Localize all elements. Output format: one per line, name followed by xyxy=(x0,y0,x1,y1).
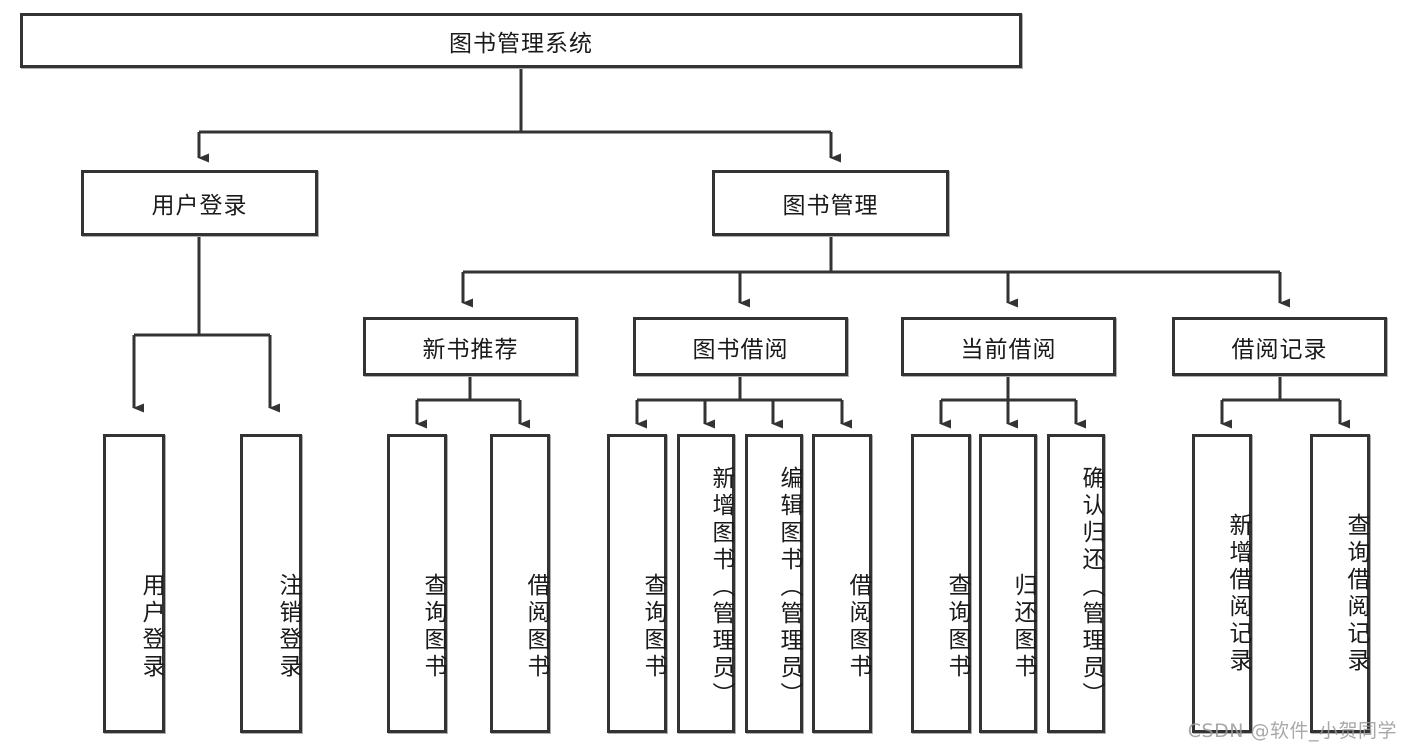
node-label: 新增图书（管理员） xyxy=(708,466,734,709)
node-label: 查询借阅记录 xyxy=(1343,512,1369,675)
node-new-book-recommend[interactable]: 新书推荐 xyxy=(363,317,578,376)
node-label: 编辑图书（管理员） xyxy=(776,466,802,709)
node-label: 查询图书 xyxy=(944,572,970,681)
leaf-edit-book[interactable]: 编辑图书（管理员） xyxy=(745,434,803,733)
node-book-borrow[interactable]: 图书借阅 xyxy=(633,317,848,376)
node-label: 图书管理系统 xyxy=(449,30,593,57)
node-book-management-system[interactable]: 图书管理系统 xyxy=(20,13,1022,68)
leaf-logout-login[interactable]: 注销登录 xyxy=(240,434,302,733)
watermark-text: CSDN @软件_小贺同学 xyxy=(1187,720,1397,742)
node-label: 新书推荐 xyxy=(422,336,519,363)
leaf-borrow-book[interactable]: 借阅图书 xyxy=(812,434,872,733)
node-label: 图书借阅 xyxy=(692,336,789,363)
node-label: 确认归还（管理员） xyxy=(1078,466,1104,709)
leaf-confirm-return[interactable]: 确认归还（管理员） xyxy=(1047,434,1105,733)
leaf-user-login[interactable]: 用户登录 xyxy=(103,434,165,733)
node-label: 图书管理 xyxy=(782,193,879,219)
node-label: 当前借阅 xyxy=(960,336,1057,363)
leaf-add-book[interactable]: 新增图书（管理员） xyxy=(677,434,735,733)
node-label: 查询图书 xyxy=(420,572,446,681)
node-label: 用户登录 xyxy=(138,572,164,681)
node-label: 新增借阅记录 xyxy=(1225,512,1251,675)
node-label: 借阅图书 xyxy=(523,572,549,681)
node-current-borrow[interactable]: 当前借阅 xyxy=(901,317,1116,376)
node-label: 用户登录 xyxy=(151,193,248,219)
node-label: 借阅记录 xyxy=(1231,336,1328,363)
leaf-query-borrow-record[interactable]: 查询借阅记录 xyxy=(1310,434,1370,733)
node-label: 查询图书 xyxy=(640,572,666,681)
leaf-query-book-recommend[interactable]: 查询图书 xyxy=(387,434,447,733)
leaf-query-book-borrow[interactable]: 查询图书 xyxy=(607,434,667,733)
leaf-return-book[interactable]: 归还图书 xyxy=(979,434,1037,733)
node-label: 归还图书 xyxy=(1010,572,1036,681)
node-label: 借阅图书 xyxy=(845,572,871,681)
leaf-query-book-current[interactable]: 查询图书 xyxy=(911,434,971,733)
node-borrow-record[interactable]: 借阅记录 xyxy=(1172,317,1387,376)
node-label: 注销登录 xyxy=(275,572,301,681)
leaf-borrow-book-recommend[interactable]: 借阅图书 xyxy=(490,434,550,733)
leaf-add-borrow-record[interactable]: 新增借阅记录 xyxy=(1192,434,1252,733)
node-book-management[interactable]: 图书管理 xyxy=(712,170,949,236)
node-user-login[interactable]: 用户登录 xyxy=(81,170,318,236)
